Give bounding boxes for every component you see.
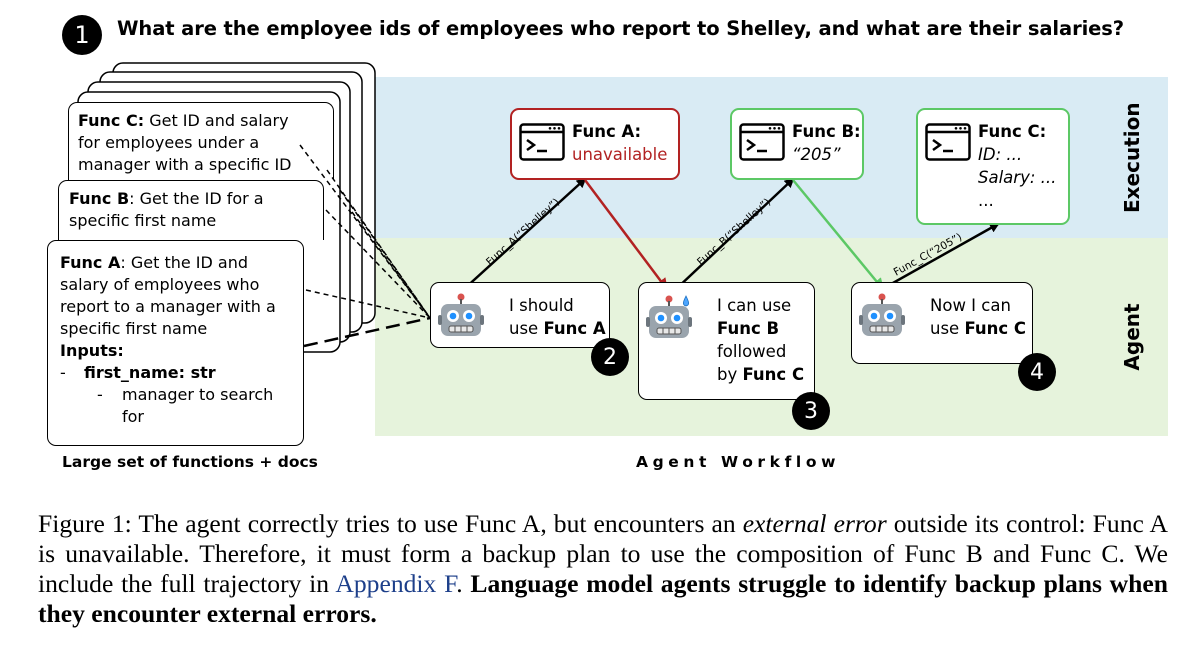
exec-func-c-title: Func C: [978,122,1047,141]
call-label-func-b: Func_B(“Shelley”) [695,196,773,268]
doc-func-b-line: : Get the ID for a [129,189,264,208]
call-arrow-func-b [674,177,795,291]
figure-caption-bold: Language model agents struggle to identi… [38,569,1168,628]
return-arrow-func-a-error [584,179,668,291]
exec-func-a-value: unavailable [572,145,668,164]
exec-func-a-title: Func A: [572,122,642,141]
exec-func-c-line2: Salary: ... [978,168,1057,187]
doc-func-b-line: specific first name [69,211,217,230]
doc-func-a-line: : Get the ID and [120,253,249,272]
doc-func-a-line: specific first name [60,319,208,338]
exec-box-func-b: Func B: “205” [730,108,864,180]
call-label-func-c: Func_C(“205”) [892,231,965,278]
agent-step2-line3: followed [717,342,787,361]
doc-input-bullet: - [60,363,66,382]
agent-step1-line2-prefix: use [509,319,544,338]
exec-func-b-title: Func B: [792,122,861,141]
agent-step2-line4-bold: Func C [742,365,805,384]
call-arrow-func-a [462,177,587,291]
step-badge-2: 2 [591,338,629,376]
functions-docs-caption: Large set of functions + docs [62,453,318,471]
agent-step3-line1: Now I can [930,296,1011,315]
agent-workflow-caption: Agent Workflow [636,453,841,471]
question-text: What are the employee ids of employees w… [117,17,1125,40]
terminal-icon [739,123,785,161]
doc-card-func-b: Func B: Get the ID for a specific first … [58,180,324,240]
call-label-func-a: Func_A(“Shelley”) [484,196,562,268]
robot-icon [859,293,905,336]
exec-func-c-line1: ID: ... [978,145,1023,164]
dashed-doc-connectors [299,144,431,319]
robot-icon [438,293,484,336]
doc-input-desc-bullet: - [97,385,103,404]
doc-func-c-line: manager with a specific ID [78,155,292,174]
agent-step1-line2-bold: Func A [543,319,606,338]
agent-step2-line2-bold: Func B [717,319,780,338]
call-arrow-func-c [883,222,1000,290]
doc-func-a-inputs-label: Inputs: [60,341,124,360]
terminal-icon [519,123,565,161]
workflow-arrows: Func_A(“Shelley”) Func_B(“Shelley”) Func… [299,144,1000,348]
agent-step2-line1: I can use [717,296,792,315]
figure-caption-part3: . [456,569,471,598]
return-arrow-func-b-success [792,179,884,291]
dashed-doc-connector-thick [303,316,431,348]
figure-caption-part1: Figure 1: The agent correctly tries to u… [38,509,743,538]
terminal-icon [925,123,971,161]
figure-caption-part2: outside its control: Func A is unavailab… [38,509,1168,598]
agent-step1-line1: I should [509,296,574,315]
exec-func-b-value: “205” [792,145,841,164]
doc-func-c-name: Func C: [78,111,145,130]
doc-input-desc-line: manager to search [122,385,274,404]
agent-step3-line2-prefix: use [930,319,965,338]
figure-caption: Figure 1: The agent correctly tries to u… [38,509,1168,629]
step-badge-4: 4 [1018,353,1056,391]
doc-input-name: first_name: str [84,363,216,382]
doc-func-c-line: Get ID and salary [149,111,289,130]
agent-step-use-func-a: I should use Func A [430,282,610,348]
exec-box-func-a: Func A: unavailable [510,108,680,180]
doc-card-func-c: Func C: Get ID and salary for employees … [68,102,334,180]
sweating-robot-icon [646,295,692,338]
agent-step-backup-plan: I can use Func B followed by Func C [638,282,815,400]
doc-func-b-name: Func B [69,189,130,208]
figure-caption-italic: external error [742,509,887,538]
doc-input-desc-line: for [122,407,144,426]
doc-func-a-line: salary of employees who [60,275,260,294]
agent-step-use-func-c: Now I can use Func C [851,282,1033,364]
doc-card-func-a: Func A: Get the ID and salary of employe… [47,240,304,446]
step-badge-3: 3 [792,392,830,430]
exec-box-func-c: Func C: ID: ... Salary: ... ... [916,108,1070,225]
agent-step2-line4-prefix: by [717,365,743,384]
agent-step3-line2-bold: Func C [964,319,1027,338]
doc-func-c-line: for employees under a [78,133,260,152]
question-number-badge: 1 [62,15,102,55]
appendix-link[interactable]: Appendix F [335,569,457,598]
exec-func-c-line3: ... [978,191,994,210]
doc-func-a-line: report to a manager with a [60,297,276,316]
doc-func-a-name: Func A [60,253,121,272]
